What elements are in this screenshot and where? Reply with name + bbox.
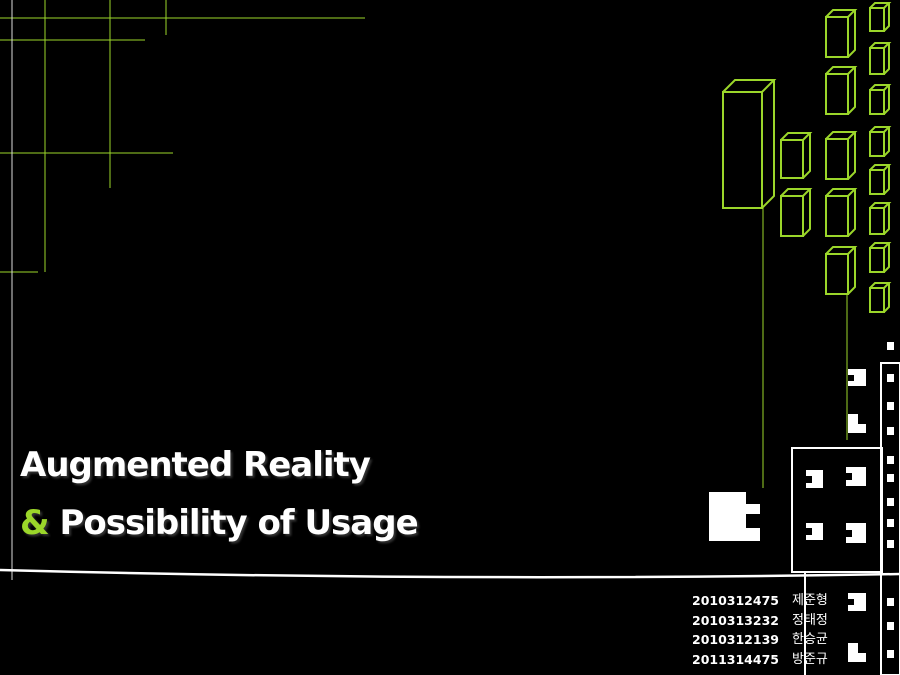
member-id: 2010312475 (692, 593, 779, 608)
block-icons (709, 342, 894, 662)
ground-line (0, 568, 900, 579)
title-ampersand: & (20, 503, 50, 543)
member-list: 2010312475 제준형 2010313232 정태정 2010312139… (692, 591, 828, 669)
member-row: 2011314475 방준규 (692, 650, 828, 670)
title-line-2: & Possibility of Usage (20, 503, 419, 543)
connector-lines (762, 208, 848, 488)
white-structures (791, 362, 900, 675)
wireframe-buildings (722, 2, 892, 313)
member-name: 방준규 (792, 651, 828, 667)
member-row: 2010312475 제준형 (692, 591, 828, 611)
member-name: 한승균 (792, 632, 828, 647)
member-id: 2010313232 (692, 612, 779, 628)
title-line-2-text: Possibility of Usage (48, 503, 418, 543)
member-row: 2010312139 한승균 (692, 630, 828, 650)
title-line-1: Augmented Reality (20, 445, 371, 485)
member-name: 제준형 (792, 593, 828, 608)
grid-lines (0, 0, 365, 580)
member-row: 2010313232 정태정 (692, 611, 828, 631)
member-name: 정태정 (792, 612, 828, 628)
member-id: 2010312139 (692, 632, 779, 647)
member-id: 2011314475 (692, 651, 779, 667)
